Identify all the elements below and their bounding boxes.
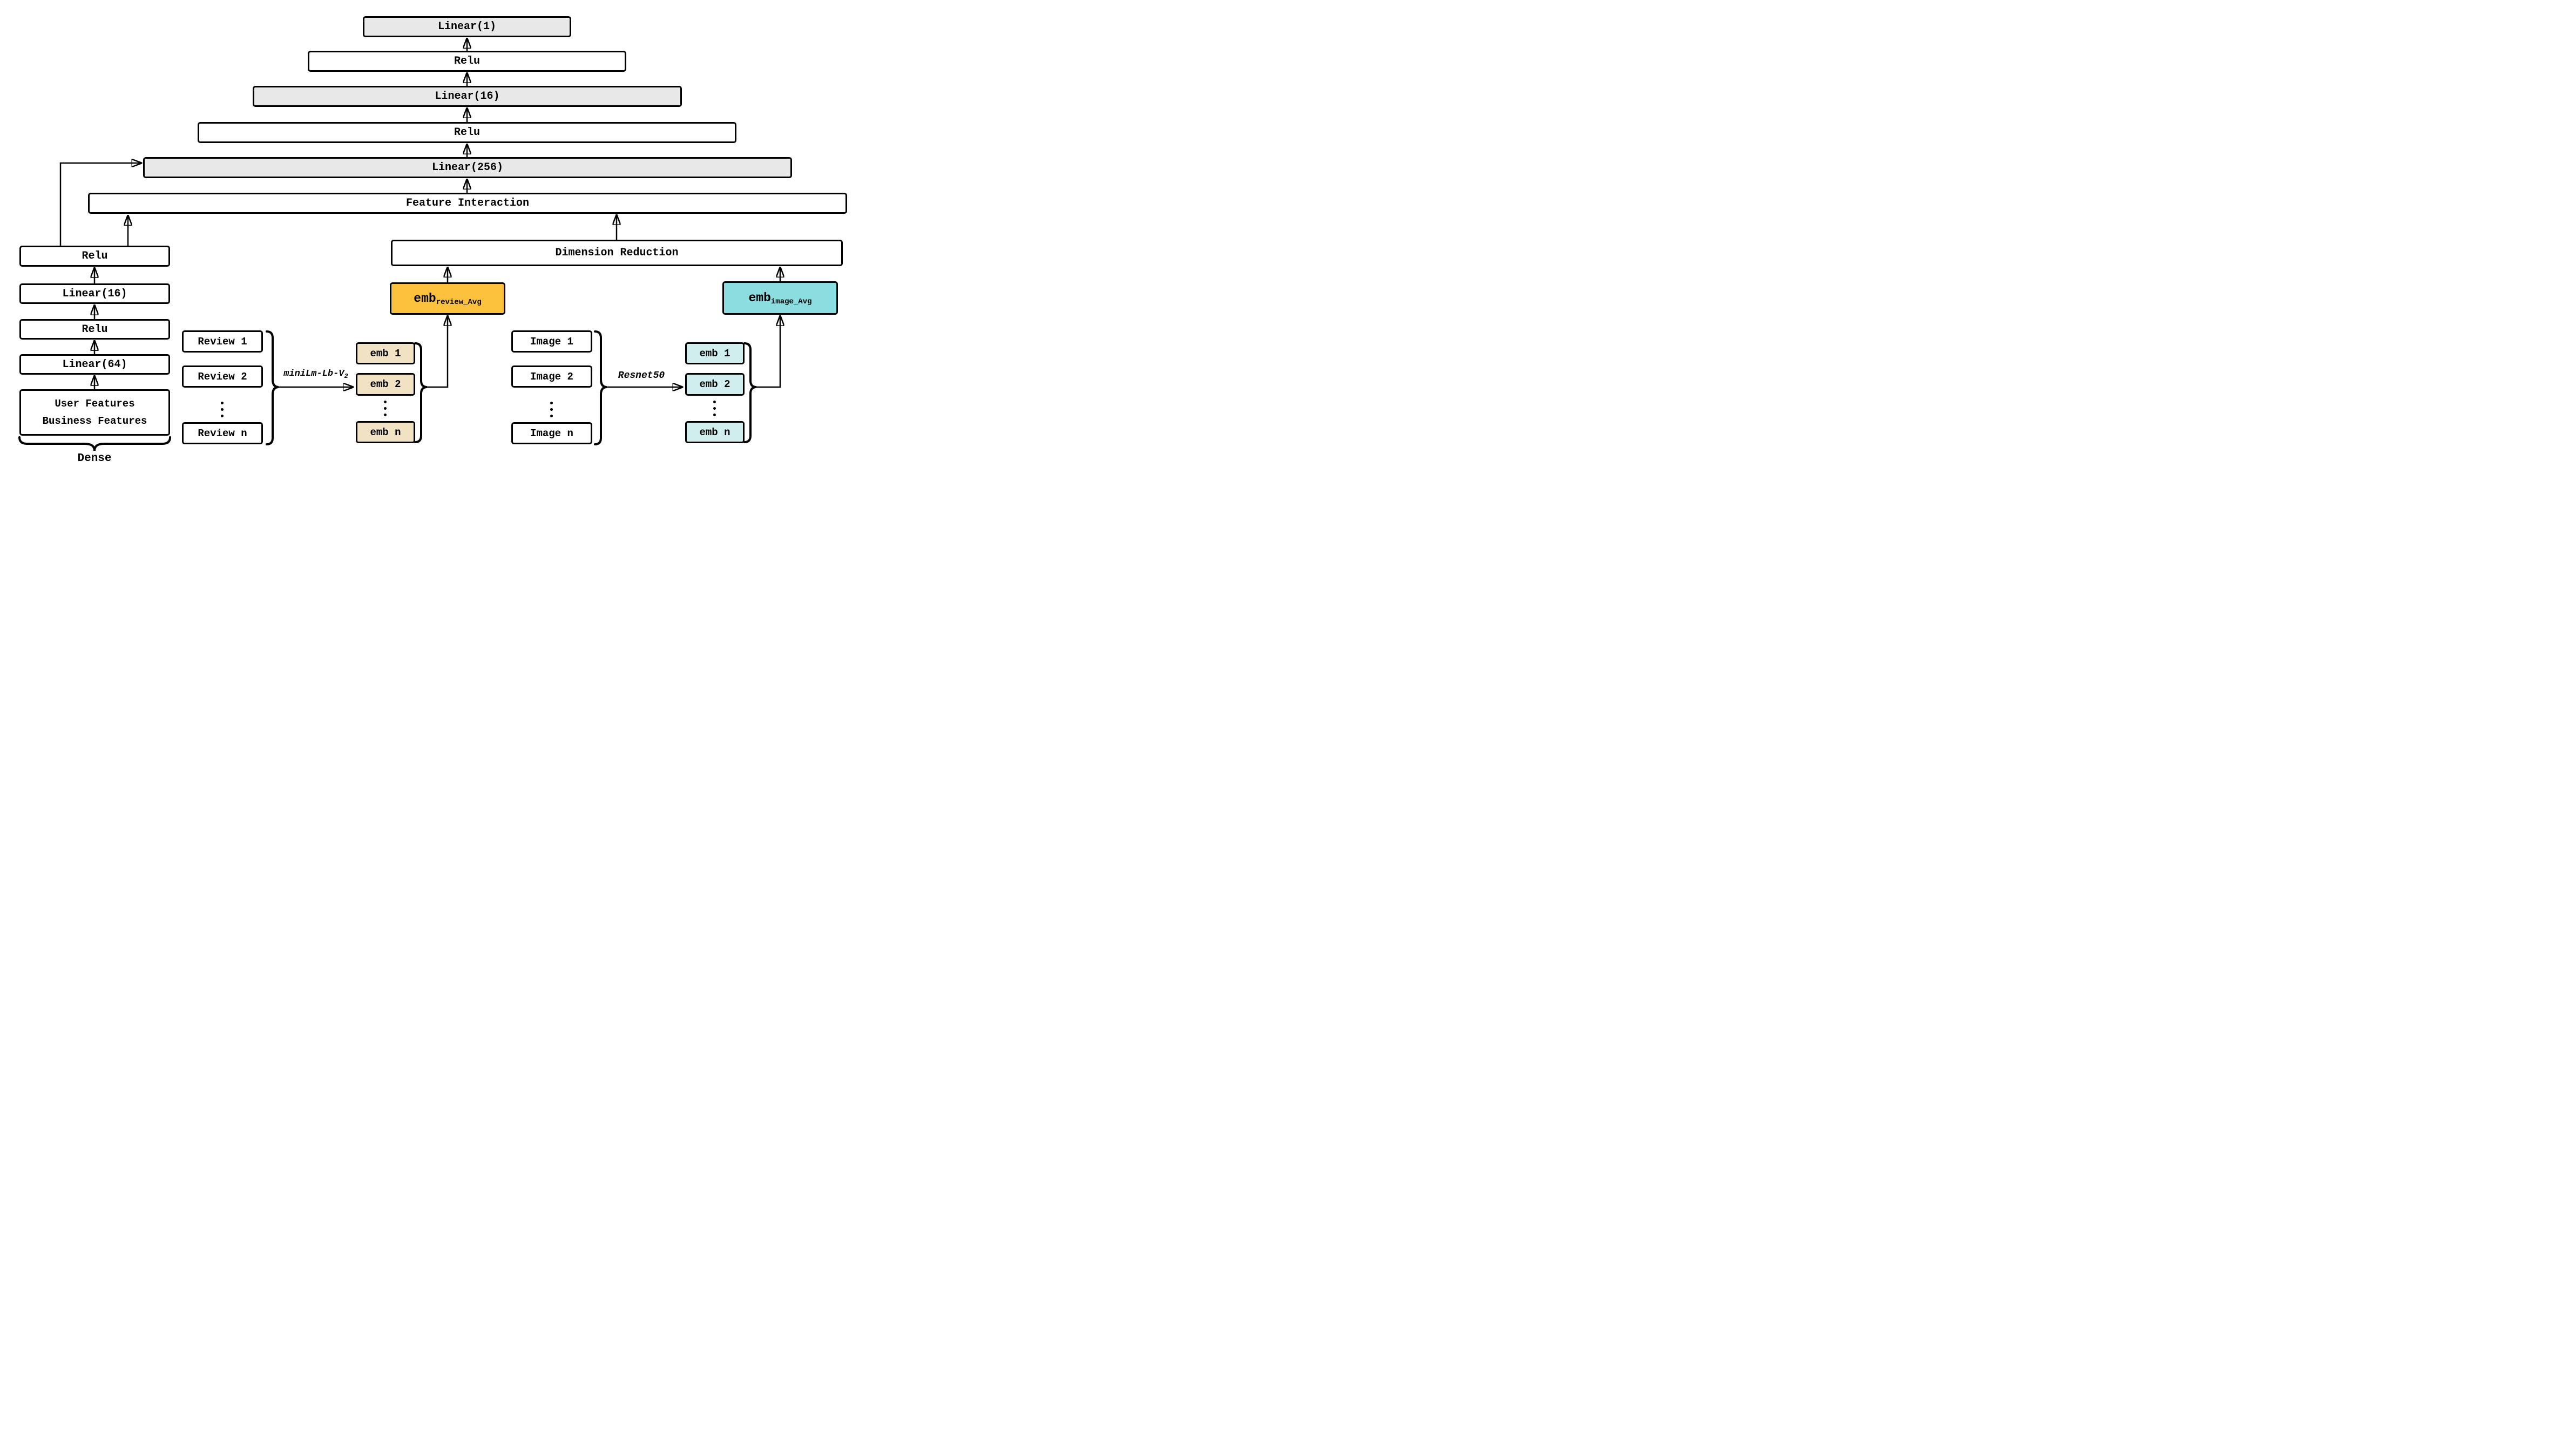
review-2-box: Review 2: [182, 365, 263, 388]
dense-relu1-label: Relu: [82, 250, 108, 262]
feature-interaction-label: Feature Interaction: [405, 197, 530, 209]
review-2-label: Review 2: [198, 370, 247, 383]
image-vertical-ellipsis: [550, 402, 553, 417]
image-2-label: Image 2: [530, 370, 573, 383]
review-emb-1-label: emb 1: [370, 347, 401, 360]
review-emb-n-box: emb n: [356, 421, 415, 443]
image-2-box: Image 2: [511, 365, 592, 388]
linear256-label: Linear(256): [431, 161, 504, 174]
dense-linear64-label: Linear(64): [62, 358, 127, 371]
relu-top-box: Relu: [308, 51, 626, 72]
dense-relu1-box: Relu: [19, 246, 170, 267]
image-n-label: Image n: [530, 427, 573, 439]
review-avg-subscript-label: review_Avg: [436, 298, 482, 307]
review-vertical-ellipsis: [221, 402, 224, 417]
linear1-box: Linear(1): [363, 16, 571, 37]
review-avg-main-label: emb: [414, 292, 436, 306]
image-list-brace: [594, 330, 607, 445]
review-emb-brace: [414, 342, 428, 443]
review-emb-2-label: emb 2: [370, 378, 401, 390]
relu-top-label: Relu: [454, 55, 480, 67]
review-n-box: Review n: [182, 422, 263, 444]
review-1-label: Review 1: [198, 335, 247, 348]
dense-relu2-box: Relu: [19, 319, 170, 340]
review-emb-n-label: emb n: [370, 426, 401, 438]
review-n-label: Review n: [198, 427, 247, 439]
minilm-encoder-label: miniLm-Lb-V2: [283, 369, 348, 380]
linear256-box: Linear(256): [143, 157, 792, 178]
image-avg-main-label: emb: [748, 291, 771, 305]
image-n-box: Image n: [511, 422, 592, 444]
linear16-top-label: Linear(16): [435, 90, 500, 103]
image-emb-1-label: emb 1: [699, 347, 730, 360]
image-avg-subscript-label: image_Avg: [770, 297, 812, 306]
emb-to-review-avg-arrow: [427, 316, 448, 388]
image-1-label: Image 1: [530, 335, 573, 348]
review-1-box: Review 1: [182, 330, 263, 353]
features-input-box: User Features Business Features: [19, 389, 170, 436]
emb-to-image-avg-arrow: [756, 316, 780, 388]
image-emb-2-box: emb 2: [685, 373, 745, 396]
review-list-brace: [266, 330, 279, 445]
resnet-encoder-label: Resnet50: [618, 370, 665, 381]
review-emb-1-box: emb 1: [356, 342, 415, 364]
dense-brace-label: Dense: [77, 452, 112, 465]
relu-mid-label: Relu: [454, 126, 480, 139]
image-emb-2-label: emb 2: [699, 378, 730, 390]
business-features-label: Business Features: [42, 415, 147, 427]
linear16-top-box: Linear(16): [253, 86, 682, 107]
feature-interaction-box: Feature Interaction: [88, 193, 847, 214]
image-emb-vertical-ellipsis: [713, 401, 716, 416]
dense-relu2-label: Relu: [82, 323, 108, 336]
linear1-label: Linear(1): [437, 21, 497, 33]
user-features-label: User Features: [55, 397, 135, 410]
image-emb-n-box: emb n: [685, 421, 745, 443]
relu-mid-box: Relu: [198, 122, 736, 143]
review-emb-2-box: emb 2: [356, 373, 415, 396]
review-emb-vertical-ellipsis: [384, 401, 387, 416]
image-emb-n-label: emb n: [699, 426, 730, 438]
dense-underbrace: [18, 436, 171, 451]
image-emb-1-box: emb 1: [685, 342, 745, 364]
dimension-reduction-box: Dimension Reduction: [391, 240, 843, 266]
architecture-diagram: Linear(1) Relu Linear(16) Relu Linear(25…: [0, 0, 855, 485]
dense-linear64-box: Linear(64): [19, 354, 170, 375]
image-emb-brace: [743, 342, 757, 443]
image-1-box: Image 1: [511, 330, 592, 353]
dense-linear16-label: Linear(16): [62, 287, 127, 300]
dimension-reduction-label: Dimension Reduction: [555, 247, 679, 259]
dense-linear16-box: Linear(16): [19, 283, 170, 304]
